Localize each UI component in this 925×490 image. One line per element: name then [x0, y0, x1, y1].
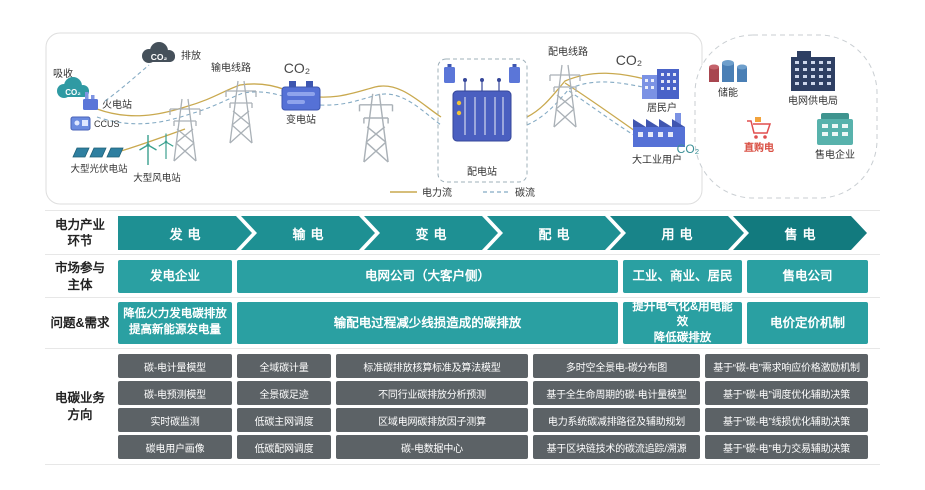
divider	[45, 254, 880, 255]
thermal-plant-label: 火电站	[102, 98, 132, 111]
business-cell: 电力系统碳减排路径及辅助规划	[533, 408, 700, 432]
problem-consumption: 提升电气化&用电能效 降低碳排放	[623, 301, 742, 344]
business-cell: 基于“碳-电”需求响应价格激励机制	[705, 354, 868, 378]
battery-icon	[509, 64, 520, 83]
retailer-label: 售电企业	[815, 148, 855, 161]
business-cell: 低碳配网调度	[237, 435, 331, 459]
substation-icon	[281, 81, 321, 111]
legend-carbon-label: 碳流	[515, 186, 535, 199]
business-cell: 不同行业碳排放分析预测	[336, 381, 528, 405]
problem-transmission-distribution: 输配电过程减少线损造成的碳排放	[237, 302, 618, 344]
business-cell: 低碳主网调度	[237, 408, 331, 432]
co2-label-substation: CO₂	[284, 60, 310, 76]
power-grid-illustration: 吸收 CO₂ CO₂ 排放 火电站	[45, 32, 878, 205]
market-industry-commerce-residents: 工业、商业、居民	[623, 260, 742, 293]
wind-plant-icon	[139, 133, 174, 165]
storage-icon	[709, 60, 747, 82]
emission-label: 排放	[181, 49, 201, 62]
divider	[45, 297, 880, 298]
business-cell: 区域电网碳排放因子测算	[336, 408, 528, 432]
stage-generation: 发电	[118, 216, 252, 250]
ccus-icon	[70, 116, 91, 131]
storage-label: 储能	[718, 86, 738, 99]
market-retail-companies: 售电公司	[747, 260, 868, 293]
direct-purchase-label: 直购电	[744, 141, 774, 154]
divider	[45, 348, 880, 349]
business-cell: 多时空全景电-碳分布图	[533, 354, 700, 378]
stage-consumption: 用电	[610, 216, 744, 250]
business-cell: 基于全生命周期的碳-电计量模型	[533, 381, 700, 405]
stage-retail: 售电	[733, 216, 867, 250]
row-label-chain: 电力产业 环节	[54, 217, 105, 248]
business-cell: 碳电用户画像	[118, 435, 232, 459]
business-cell: 碳-电预测模型	[118, 381, 232, 405]
divider	[45, 210, 880, 211]
co2-text: CO₂	[151, 52, 168, 62]
co2-text: CO₂	[65, 88, 81, 97]
market-generation-companies: 发电企业	[118, 260, 232, 293]
ccus-label: CCUS	[94, 119, 120, 129]
industrial-user-label: 大工业用户	[632, 153, 682, 166]
co2-label-industry: CO₂	[677, 142, 700, 156]
legend: 电力流 碳流	[390, 186, 535, 199]
battery-icon	[444, 64, 455, 83]
grid-bureau-label: 电网供电局	[788, 94, 838, 107]
problem-generation: 降低火力发电碳排放 提高新能源发电量	[118, 302, 232, 344]
distribution-station-label: 配电站	[467, 165, 497, 178]
business-cell: 碳-电计量模型	[118, 354, 232, 378]
business-cell: 全景碳足迹	[237, 381, 331, 405]
business-cell: 基于“碳-电”电力交易辅助决策	[705, 435, 868, 459]
grid-bureau-icon	[791, 51, 835, 91]
absorb-label: 吸收	[53, 67, 73, 80]
business-cell: 实时碳监测	[118, 408, 232, 432]
pv-plant-icon	[72, 147, 124, 158]
thermal-plant-icon	[83, 92, 98, 110]
stage-transformation: 变电	[364, 216, 498, 250]
business-cell: 碳-电数据中心	[336, 435, 528, 459]
carbon-flow-lines	[96, 64, 644, 138]
business-cell: 基于“碳-电”线损优化辅助决策	[705, 408, 868, 432]
transmission-line-label: 输电线路	[211, 61, 251, 74]
distribution-transformer-icon	[452, 78, 512, 142]
row-label-business: 电碳业务 方向	[54, 391, 105, 422]
distribution-station-frame	[437, 58, 528, 183]
market-cloud-outline	[694, 34, 878, 199]
business-cell: 全域碳计量	[237, 354, 331, 378]
direct-purchase-icon	[747, 117, 772, 139]
co2-label-residents: CO₂	[616, 52, 642, 68]
wind-plant-label: 大型风电站	[133, 172, 181, 184]
market-grid-company: 电网公司（大客户侧）	[237, 260, 618, 293]
industrial-user-icon	[633, 113, 685, 147]
row-label-problems: 问题&需求	[50, 315, 110, 330]
residents-icon	[642, 69, 679, 99]
business-cell: 基于“碳-电”调度优化辅助决策	[705, 381, 868, 405]
substation-label: 变电站	[286, 113, 316, 126]
business-cell: 标准碳排放核算标准及算法模型	[336, 354, 528, 378]
problem-pricing: 电价定价机制	[747, 302, 868, 344]
legend-power-label: 电力流	[422, 186, 452, 199]
residents-label: 居民户	[647, 101, 677, 114]
absorb-co2-cloud-icon: CO₂	[57, 77, 89, 98]
retailer-icon	[817, 113, 853, 145]
stage-distribution: 配电	[487, 216, 621, 250]
pv-plant-label: 大型光伏电站	[70, 163, 128, 175]
stage-transmission: 输电	[241, 216, 375, 250]
divider	[45, 464, 880, 465]
distribution-line-label: 配电线路	[548, 45, 588, 58]
emission-co2-cloud-icon: CO₂	[142, 42, 175, 63]
row-label-market: 市场参与 主体	[54, 261, 105, 292]
business-cell: 基于区块链技术的碳流追踪/溯源	[533, 435, 700, 459]
